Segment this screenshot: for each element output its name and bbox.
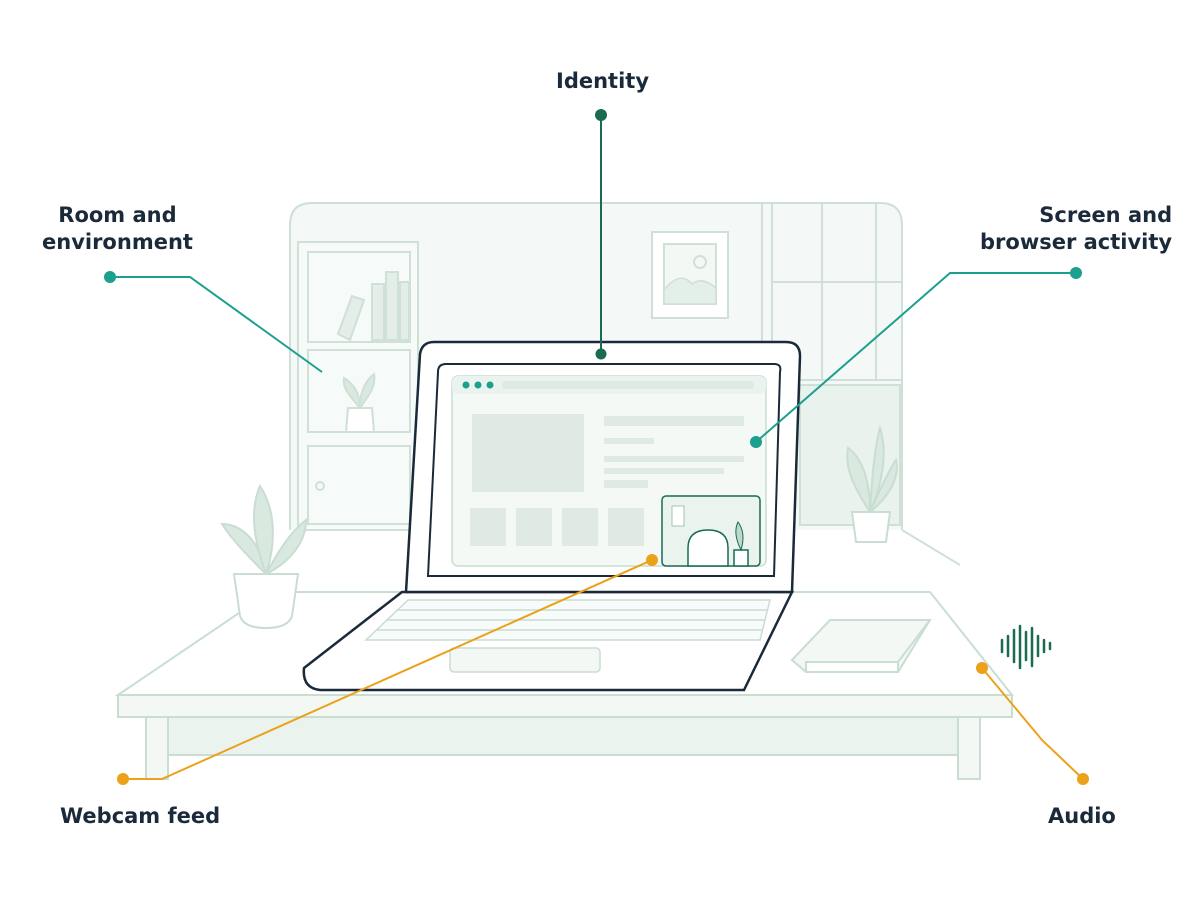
webcam-feed-label: Webcam feed bbox=[60, 804, 221, 828]
identity-dot-camera bbox=[595, 348, 607, 360]
browser-window bbox=[451, 375, 767, 567]
room-dot bbox=[104, 271, 116, 283]
room-label-line2: environment bbox=[42, 230, 193, 254]
webcam-dot-left bbox=[117, 773, 129, 785]
callout-lines bbox=[110, 115, 1084, 780]
screen-label-line1: Screen and bbox=[1039, 203, 1173, 227]
audio-waveform-icon bbox=[1000, 624, 1052, 670]
identity-label: Identity bbox=[556, 69, 650, 93]
screen-leader-line bbox=[755, 272, 1076, 443]
room-label-line1: Room and bbox=[58, 203, 177, 227]
identity-dot-top bbox=[595, 109, 607, 121]
bookshelf bbox=[297, 241, 419, 531]
audio-leader-line bbox=[981, 667, 1084, 780]
audio-dot-bottom bbox=[1077, 773, 1089, 785]
desk-plant bbox=[220, 483, 308, 630]
audio-label: Audio bbox=[1048, 804, 1116, 828]
notebook bbox=[790, 619, 932, 673]
room-leader-line bbox=[110, 276, 323, 373]
laptop-base bbox=[302, 590, 795, 692]
wall-picture bbox=[651, 231, 729, 319]
screen-label-line2: browser activity bbox=[980, 230, 1173, 254]
room-environment-label: Room and environment bbox=[42, 202, 193, 256]
callout-dots bbox=[104, 109, 1089, 785]
webcam-thumbnail bbox=[661, 495, 761, 567]
webcam-leader-line bbox=[123, 559, 653, 780]
right-plant bbox=[846, 424, 898, 543]
webcam-dot-right bbox=[646, 554, 658, 566]
screen-dot-left bbox=[750, 436, 762, 448]
laptop-screen bbox=[404, 340, 802, 594]
trackpad bbox=[449, 647, 601, 673]
keyboard bbox=[364, 599, 771, 641]
screen-dot-right bbox=[1070, 267, 1082, 279]
audio-dot-top bbox=[976, 662, 988, 674]
screen-browser-label: Screen and browser activity bbox=[980, 202, 1172, 256]
